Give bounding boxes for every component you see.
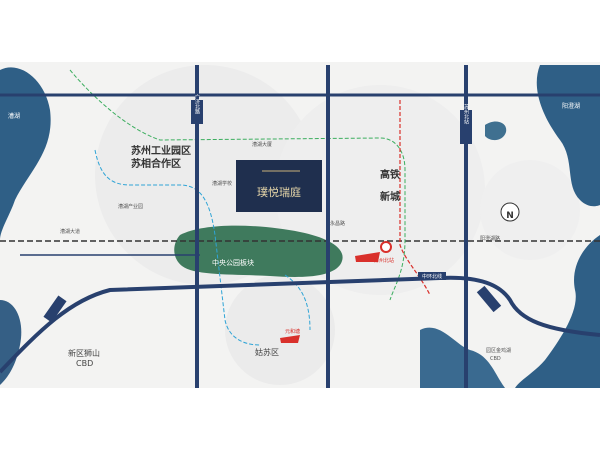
water-right (536, 65, 600, 207)
highlight-circle-lower (225, 275, 335, 385)
rail-line-red (399, 100, 431, 296)
yuanqu-label-2: CBD (490, 356, 501, 362)
road-label-ring: 中环北线 (422, 273, 442, 280)
poi-small-3: 永昌路 (330, 220, 345, 227)
poi-station: 苏州北站 (374, 257, 394, 264)
metro-line-cyan (94, 149, 261, 346)
compass-icon (500, 202, 520, 222)
rail-city-line2: 新城 (380, 190, 400, 203)
water-lower-mid (420, 327, 505, 388)
xinqu-label-2: CBD (76, 359, 93, 368)
poi-small-4: 阳澄湖路 (480, 235, 500, 242)
poi-lower: 元和塘 (285, 328, 300, 335)
metro-line-green (69, 69, 406, 301)
central-park-label: 中央公园板块 (212, 258, 254, 267)
poi-mansion: 漕湖大厦 (252, 141, 272, 148)
gusu-label: 姑苏区 (255, 347, 279, 357)
water-left-label: 漕湖 (8, 112, 20, 120)
poi-school: 漕湖学校 (212, 180, 232, 187)
yuanqu-label-1: 园区金鸡湖 (486, 347, 511, 354)
central-park (174, 225, 343, 277)
road-label-bg-right (460, 110, 472, 144)
rail-city-line1: 高铁 (380, 168, 400, 181)
island-right (485, 121, 507, 141)
road-label-bg-guangji (191, 100, 203, 124)
water-right-label: 阳澄湖 (562, 102, 580, 110)
road-label-guangji: 广济北路 (194, 93, 200, 115)
district-sip: 苏州工业园区 (131, 144, 191, 157)
road-label-bg-right-ring (476, 285, 502, 313)
xinqu-label-1: 新区狮山 (68, 348, 100, 358)
project-block (236, 160, 322, 212)
poi-small-2: 漕湖大道 (60, 228, 80, 235)
district-sip-sub: 苏相合作区 (131, 157, 181, 170)
poi-small-1: 漕湖产业园 (118, 203, 143, 210)
road-label-bg-ring (418, 272, 446, 280)
road-label-right: 苏州北站 (463, 103, 469, 125)
compass-label: N (506, 211, 514, 221)
road-label-bg-left (43, 295, 67, 323)
project-name: 璞悦瑞庭 (257, 185, 301, 199)
road-middle-ring (0, 275, 600, 374)
water-right-lower (515, 235, 600, 388)
station-marker (380, 241, 392, 253)
highlight-circle-far-right (480, 160, 580, 260)
train-icon (355, 252, 380, 262)
train-icon-lower (280, 335, 300, 343)
water-left (0, 67, 51, 240)
metro-line-cyan-2 (284, 274, 311, 331)
